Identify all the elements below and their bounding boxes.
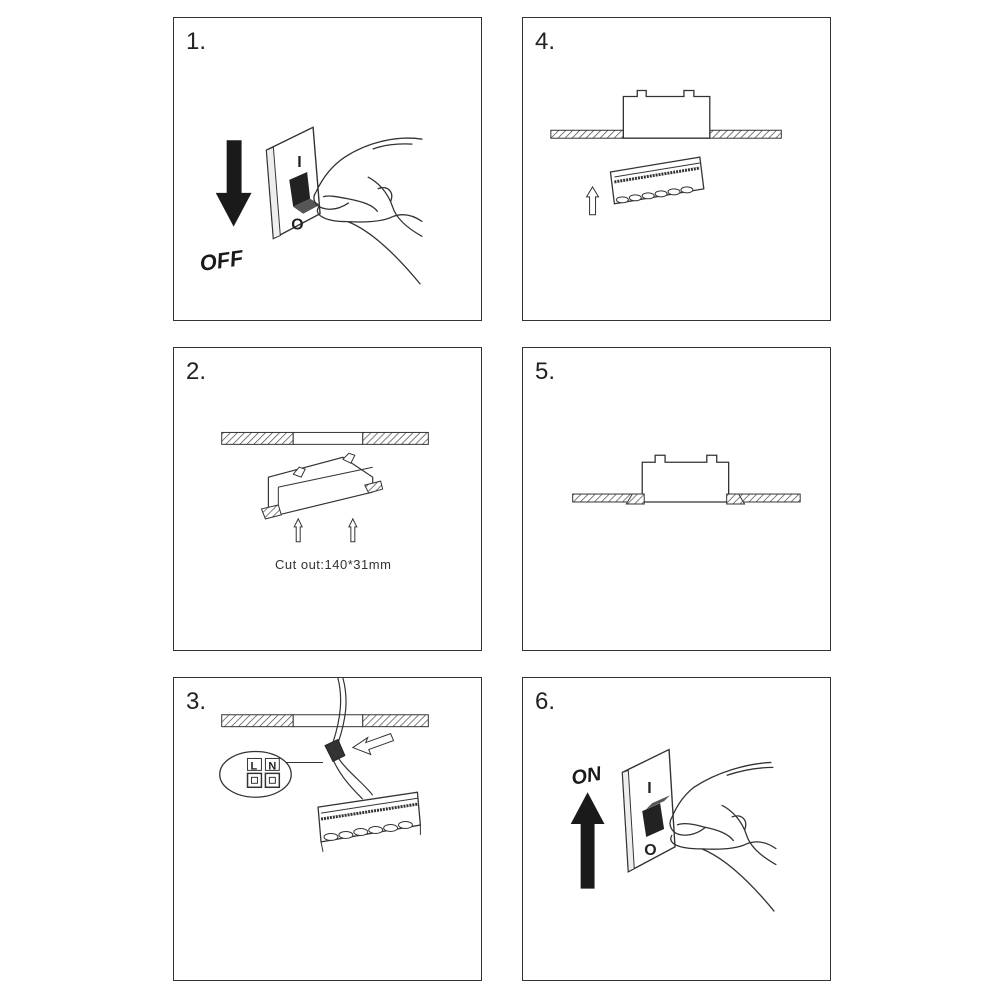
- terminal-callout: L N: [220, 752, 292, 798]
- terminal-n-label: N: [268, 760, 276, 772]
- light-module: [318, 792, 420, 852]
- up-arrow-icon: [587, 187, 599, 215]
- step-4-illustration: [523, 18, 830, 320]
- step-2-panel: 2. Cut out:140*31mm: [173, 347, 482, 651]
- wall-switch-plate: I O: [266, 127, 320, 238]
- step-6-illustration: ON I O: [523, 678, 830, 980]
- step-1-panel: 1. OFF I O: [173, 17, 482, 321]
- switch-on-mark: I: [647, 780, 651, 797]
- wire-connector: [283, 740, 345, 763]
- mounting-housing: [623, 91, 709, 139]
- down-arrow-icon: [216, 140, 252, 226]
- up-arrow-icon: [571, 792, 605, 888]
- switch-off-mark: O: [291, 217, 303, 234]
- step-3-illustration: L N: [174, 678, 481, 980]
- step-2-illustration: [174, 348, 481, 650]
- wall-switch-plate: I O: [622, 750, 675, 872]
- switch-off-mark: O: [644, 842, 656, 859]
- step-5-panel: 5.: [522, 347, 831, 651]
- light-module: [610, 157, 703, 204]
- step-1-illustration: OFF I O: [174, 18, 481, 320]
- step-6-panel: 6. ON I O: [522, 677, 831, 981]
- switch-on-mark: I: [297, 154, 301, 171]
- up-arrow-icon-left: [294, 519, 302, 542]
- left-arrow-icon: [353, 734, 394, 755]
- cutout-dimension-caption: Cut out:140*31mm: [275, 557, 391, 572]
- up-arrow-icon-right: [349, 519, 357, 542]
- step-3-panel: 3. L N: [173, 677, 482, 981]
- terminal-l-label: L: [251, 760, 258, 772]
- installed-housing: [626, 455, 744, 504]
- hand-illustration: [670, 762, 776, 911]
- hand-illustration: [314, 138, 422, 284]
- mounting-housing: [261, 453, 382, 519]
- ceiling-board-with-cutout: [222, 715, 429, 727]
- on-label: ON: [570, 763, 604, 790]
- step-5-illustration: [523, 348, 830, 650]
- ceiling-board-with-cutout: [222, 432, 429, 444]
- off-label: OFF: [198, 245, 245, 276]
- step-4-panel: 4.: [522, 17, 831, 321]
